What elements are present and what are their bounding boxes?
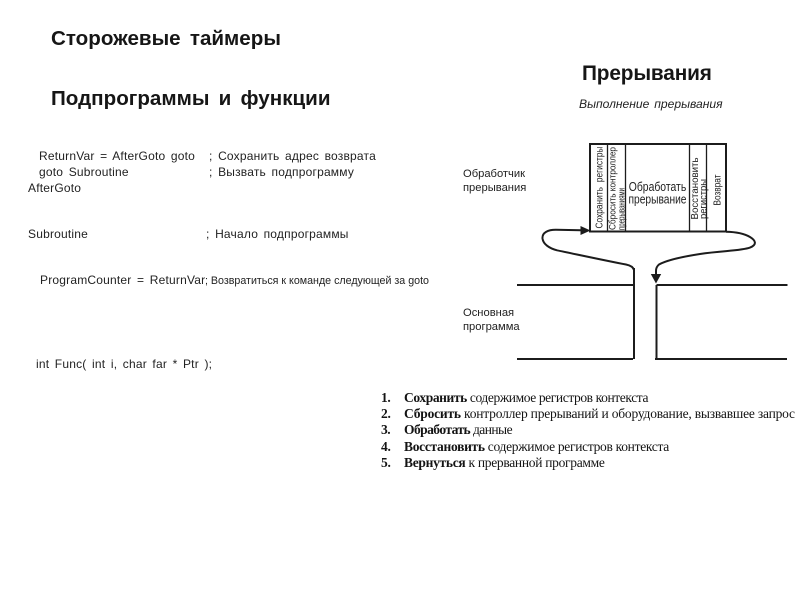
svg-text:Сохранить регистры: Сохранить регистры <box>595 147 606 229</box>
svg-text:прерывание: прерывание <box>629 191 687 206</box>
svg-text:Восстановить: Восстановить <box>690 158 701 220</box>
svg-text:Обработать: Обработать <box>629 179 687 194</box>
svg-text:регистры: регистры <box>698 179 709 219</box>
svg-text:Сбросить контроллер: Сбросить контроллер <box>608 147 619 230</box>
svg-text:Возврат: Возврат <box>712 174 724 205</box>
svg-text:прерываниями: прерываниями <box>617 188 628 230</box>
